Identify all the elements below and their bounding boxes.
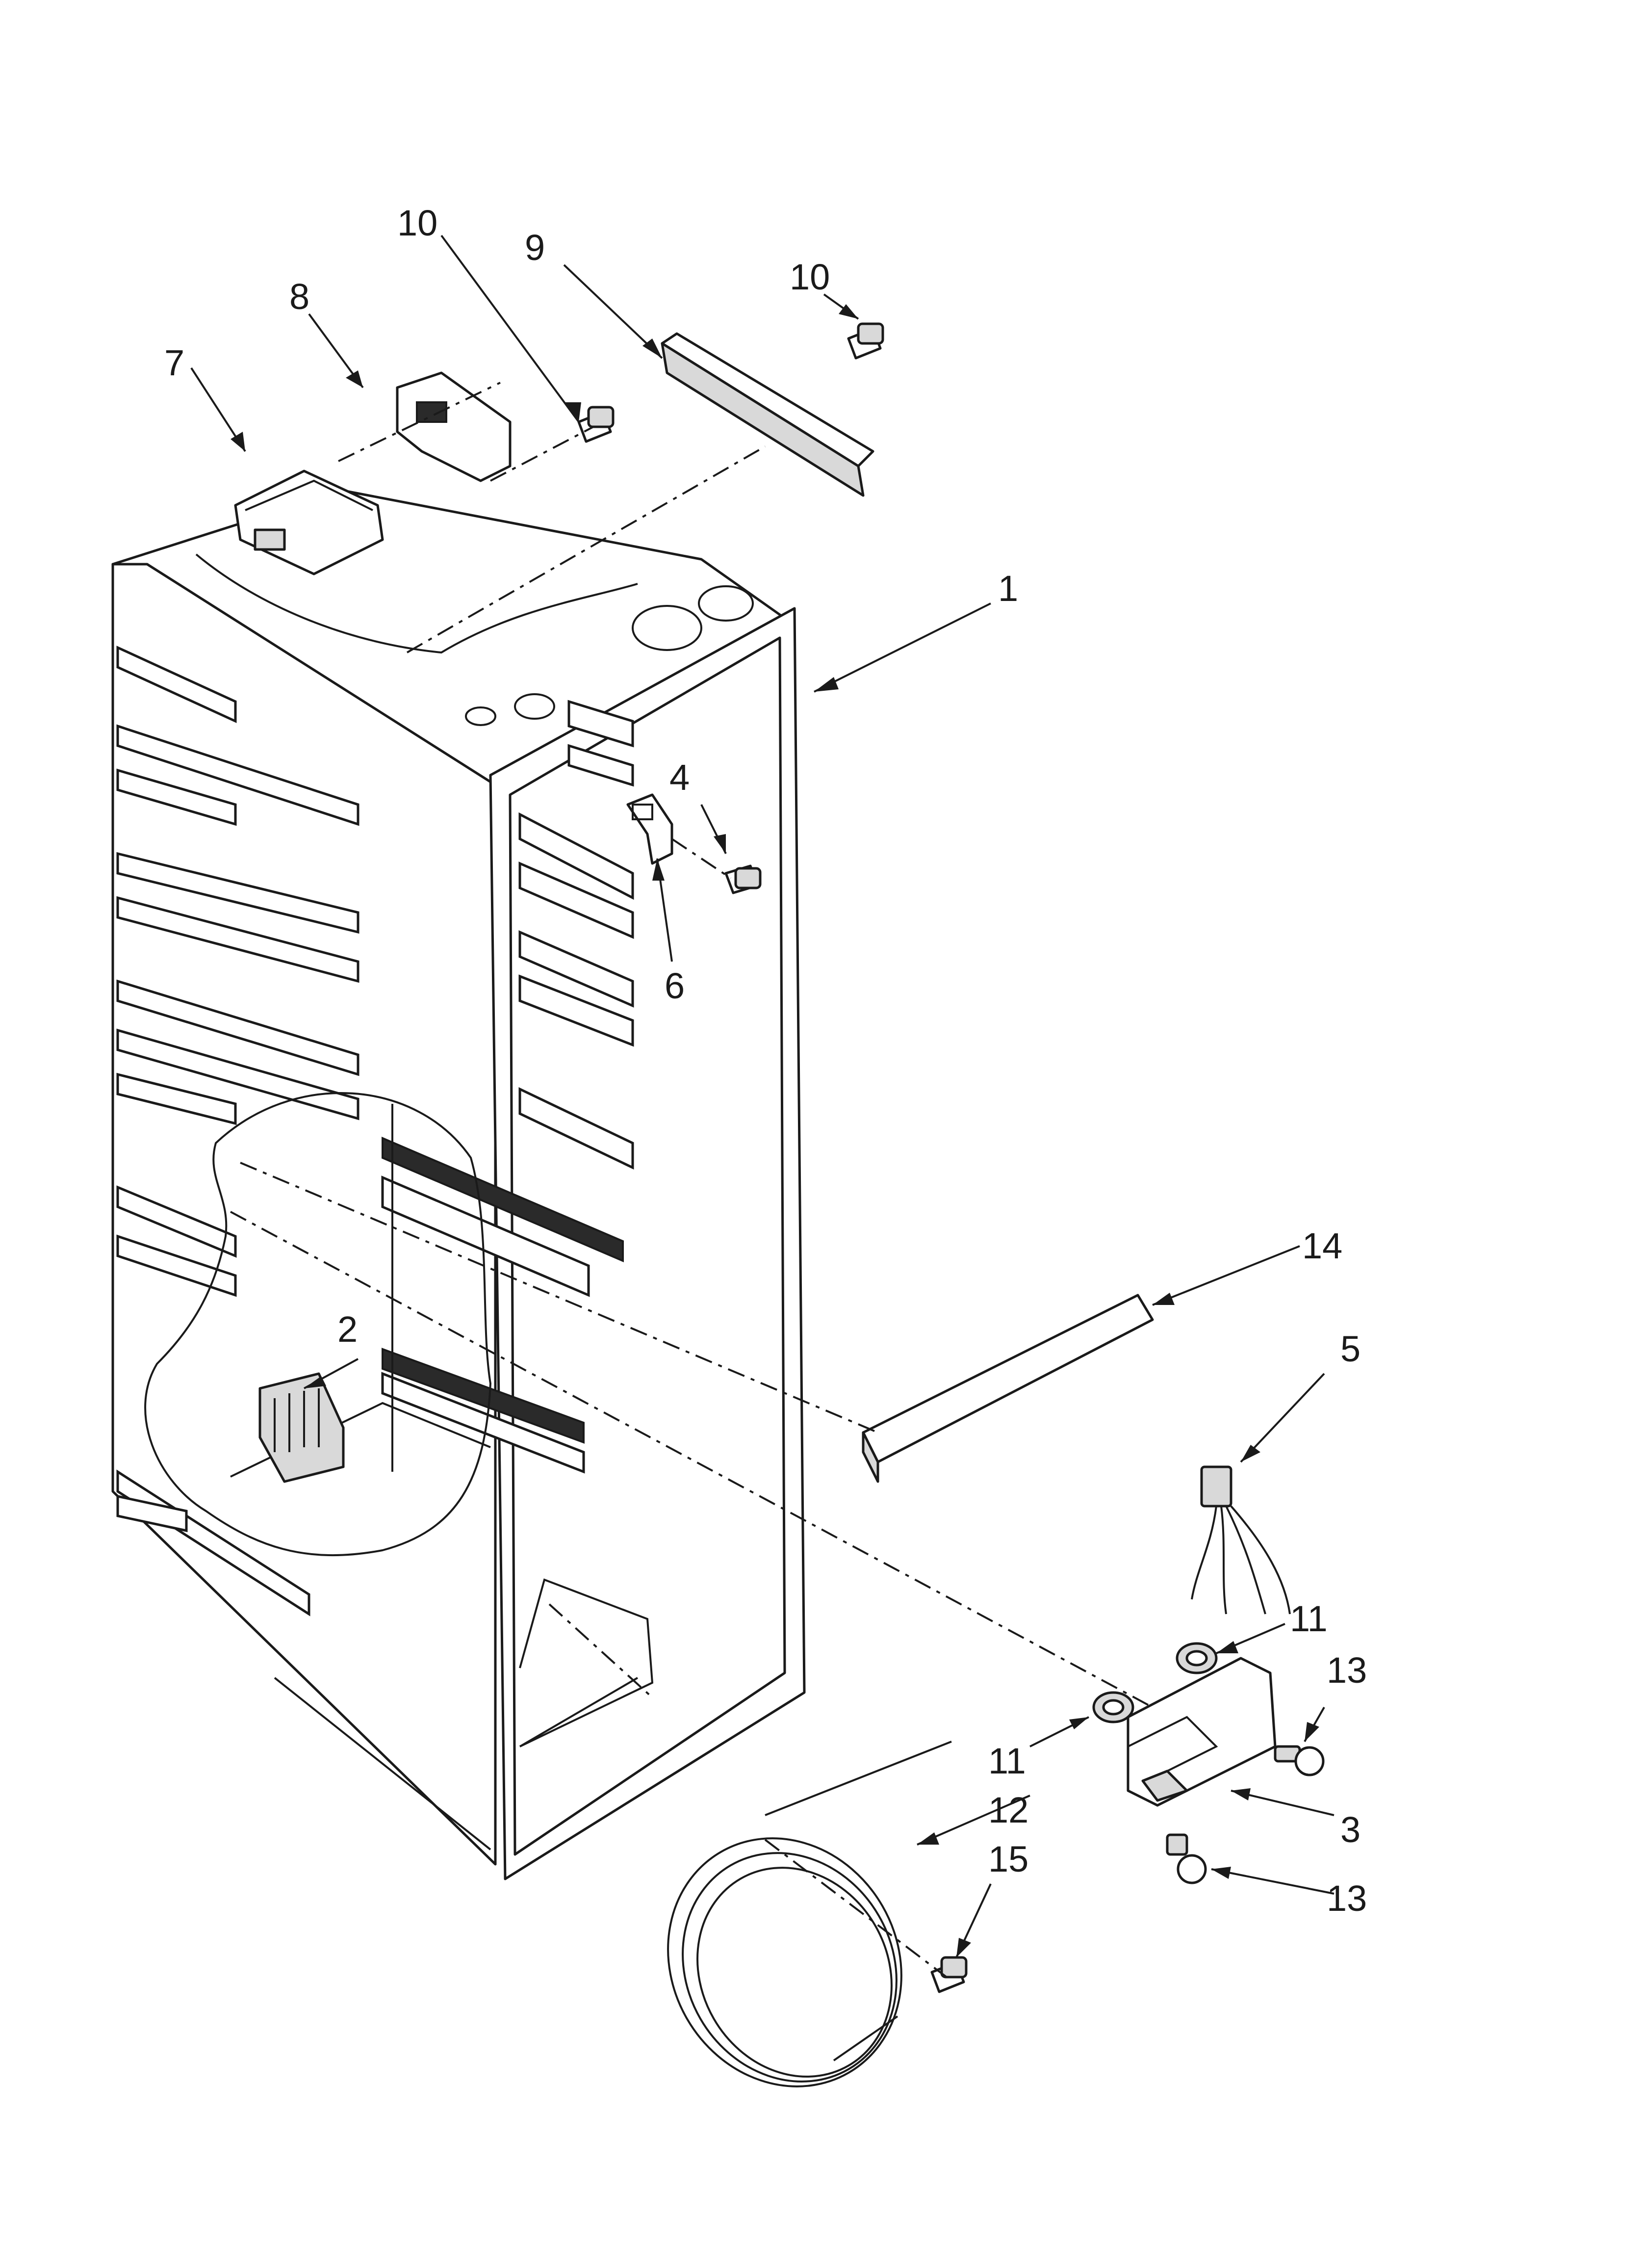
part-7-control-box[interactable] bbox=[234, 469, 384, 575]
callout-6: 6 bbox=[665, 965, 685, 1006]
callout-2: 2 bbox=[337, 1309, 358, 1350]
part-11-grommet-a[interactable] bbox=[1092, 1691, 1134, 1723]
part-10-screw-a[interactable] bbox=[577, 406, 615, 443]
callout-9: 9 bbox=[525, 227, 545, 268]
part-9-channel[interactable] bbox=[661, 332, 874, 497]
part-5-wire-harness[interactable] bbox=[1191, 1465, 1291, 1615]
shelf-rails-right bbox=[381, 700, 634, 1474]
callout-13-lower: 13 bbox=[1327, 1878, 1367, 1919]
assembly-lines bbox=[230, 382, 1153, 1978]
callout-13-upper: 13 bbox=[1327, 1650, 1367, 1691]
shelf-rails-left bbox=[116, 646, 359, 1616]
callout-3: 3 bbox=[1340, 1809, 1360, 1850]
callout-10-top-left: 10 bbox=[397, 203, 437, 243]
part-12-tubing[interactable] bbox=[623, 1741, 952, 2129]
callout-4: 4 bbox=[669, 757, 690, 798]
callout-12: 12 bbox=[988, 1790, 1028, 1830]
part-4-screw[interactable] bbox=[724, 864, 762, 894]
part-13-pin-a[interactable] bbox=[1274, 1745, 1325, 1776]
part-3-housing[interactable] bbox=[1127, 1657, 1277, 1807]
callout-15: 15 bbox=[988, 1839, 1028, 1879]
callout-14: 14 bbox=[1302, 1225, 1342, 1266]
callout-5: 5 bbox=[1340, 1329, 1360, 1369]
part-2-grille[interactable] bbox=[258, 1372, 345, 1483]
callout-labels: 1 2 3 4 5 6 7 8 9 10 10 11 11 12 13 13 1… bbox=[164, 203, 1367, 1919]
callout-8: 8 bbox=[289, 276, 309, 317]
part-10-screw-b[interactable] bbox=[847, 322, 884, 360]
part-6-bracket[interactable] bbox=[626, 793, 673, 865]
callout-10-top-right: 10 bbox=[790, 257, 830, 297]
part-11-grommet-b[interactable] bbox=[1176, 1642, 1218, 1674]
callout-1: 1 bbox=[998, 568, 1018, 609]
leader-lines bbox=[190, 235, 1334, 1958]
callout-7: 7 bbox=[164, 342, 184, 383]
part-15-screw[interactable] bbox=[930, 1956, 968, 1993]
part-13-pin-b[interactable] bbox=[1166, 1833, 1207, 1884]
callout-11-right: 11 bbox=[1290, 1598, 1328, 1639]
part-14-cover-strip[interactable] bbox=[862, 1294, 1154, 1483]
part-8-cover[interactable] bbox=[396, 371, 512, 482]
callout-11-left: 11 bbox=[988, 1741, 1026, 1781]
